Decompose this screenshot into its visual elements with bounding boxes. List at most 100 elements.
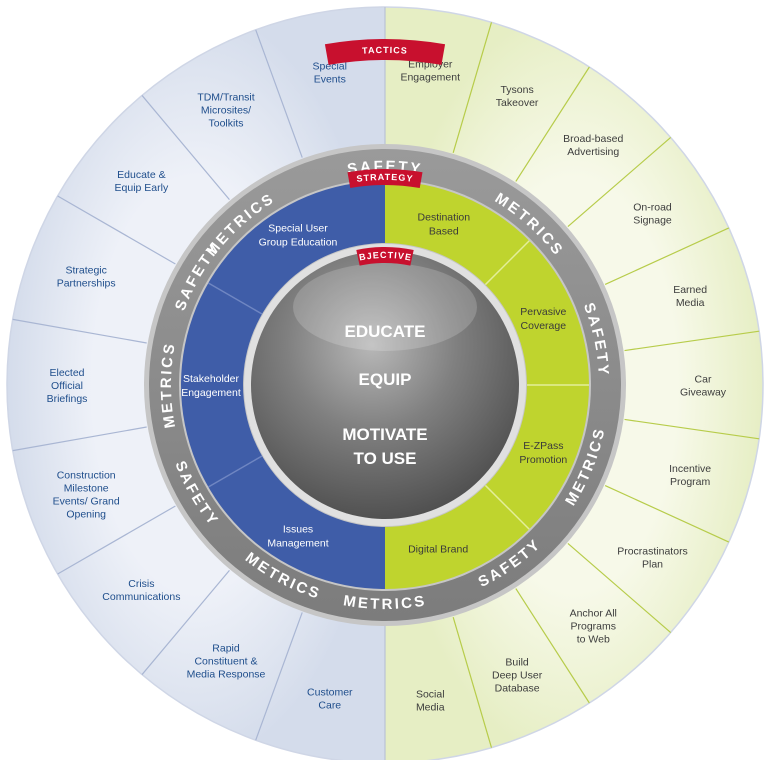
strategy-label-left-line: Stakeholder — [183, 373, 240, 385]
tactic-label-right-line: Social — [416, 688, 445, 700]
strategy-label-right-line: Digital Brand — [408, 544, 468, 556]
tab-label-strategy: STRATEGY — [356, 172, 414, 184]
tactic-label-right-line: Deep User — [492, 669, 543, 681]
tactic-label-left-line: Equip Early — [115, 182, 169, 194]
tactic-divider — [57, 505, 176, 575]
strategy-label-left-line: Engagement — [181, 387, 241, 399]
tactic-label-left-line: Communications — [102, 591, 180, 603]
tactic-label-left-line: Media Response — [187, 668, 266, 680]
tactic-label-left-line: Milestone — [64, 482, 109, 494]
tab-label-tactics: TACTICS — [362, 45, 408, 56]
strategy-label-right-line: Based — [429, 225, 459, 237]
tactic-label-left-line: Customer — [307, 687, 353, 699]
tactics-left-half — [7, 7, 385, 760]
tactic-label-right-line: Giveaway — [680, 387, 727, 399]
strategy-right-half — [385, 181, 589, 589]
tab-tactics — [324, 39, 446, 65]
tactic-label-left-line: Elected — [49, 367, 84, 379]
tactic-label-left-line: Microsites/ — [201, 105, 251, 117]
tactic-divider — [515, 66, 590, 182]
tactic-divider — [515, 588, 590, 704]
tactic-label-right-line: to Web — [577, 633, 610, 645]
tactic-label-right-line: Media — [676, 297, 705, 309]
tactic-label-left-line: Care — [318, 700, 341, 712]
tab-strategy — [347, 169, 423, 189]
tactic-label-right-line: On-road — [633, 202, 672, 214]
tactic-label-left-line: Briefings — [47, 393, 88, 405]
tactic-label-left-line: Crisis — [128, 578, 154, 590]
strategy-label-right-line: Promotion — [519, 454, 567, 466]
strategy-label-left-line: Group Education — [259, 236, 338, 248]
tactic-label-right-line: Program — [670, 476, 711, 488]
tactic-divider — [624, 418, 760, 440]
tactic-divider — [141, 569, 230, 675]
tactic-divider — [604, 484, 730, 543]
tactic-label-right-line: Build — [505, 656, 529, 668]
objective-label: EDUCATE — [345, 322, 426, 341]
tactic-label-left-line: Events — [314, 73, 346, 85]
tactic-divider — [141, 95, 230, 201]
strategy-label-left-line: Special User — [268, 222, 328, 234]
strategy-label-right: Digital Brand — [408, 544, 468, 556]
strategy-divider — [207, 455, 263, 488]
tactic-label-right-line: Anchor All — [570, 607, 617, 619]
center-highlight — [293, 263, 477, 351]
band-label-metrics: METRICS — [342, 592, 428, 613]
tab-label-path: TACTICS — [362, 45, 407, 56]
tactic-label-left: Educate &Equip Early — [115, 169, 169, 194]
strategy-label-right-line: Pervasive — [520, 306, 566, 318]
tactic-label-left-line: TDM/Transit — [197, 92, 254, 104]
tactic-label-right-line: Earned — [673, 284, 707, 296]
objective-label: TO USE — [354, 449, 417, 468]
tactic-divider — [604, 227, 730, 286]
band-label-path: METRICS — [158, 341, 177, 430]
tab-label-path: STRATEGY — [356, 172, 413, 184]
tab-objectives — [356, 246, 414, 266]
tactic-label-right-line: Tysons — [500, 84, 533, 96]
band-label-metrics: METRICS — [158, 341, 179, 430]
strategy-label-left-line: Issues — [283, 524, 313, 536]
strategy-divider — [207, 282, 263, 315]
objective-label: EQUIP — [359, 370, 412, 389]
tactic-label-left-line: Opening — [66, 508, 106, 520]
tactic-label-right-line: Plan — [642, 558, 663, 570]
tactic-divider — [452, 617, 493, 748]
strategy-label-right-line: Destination — [418, 211, 471, 223]
tactic-label-right-line: Engagement — [400, 72, 460, 84]
tactic-label-left-line: Official — [51, 380, 83, 392]
tactic-divider — [567, 137, 672, 227]
tactic-divider — [12, 426, 147, 452]
tactic-label-right-line: Takeover — [496, 97, 539, 109]
tactic-label-left-line: Strategic — [65, 265, 106, 277]
tactic-label-left-line: Events/ Grand — [53, 495, 120, 507]
tactic-label-left-line: Educate & — [117, 169, 165, 181]
tactic-divider — [452, 22, 493, 153]
tactic-divider — [12, 318, 147, 344]
tactic-label-left-line: Constituent & — [194, 655, 257, 667]
tactics-right-half — [385, 7, 763, 760]
tactic-label-right-line: Incentive — [669, 463, 711, 475]
strategy-label-right-line: Coverage — [521, 320, 567, 332]
strategy-left-half — [181, 181, 385, 589]
